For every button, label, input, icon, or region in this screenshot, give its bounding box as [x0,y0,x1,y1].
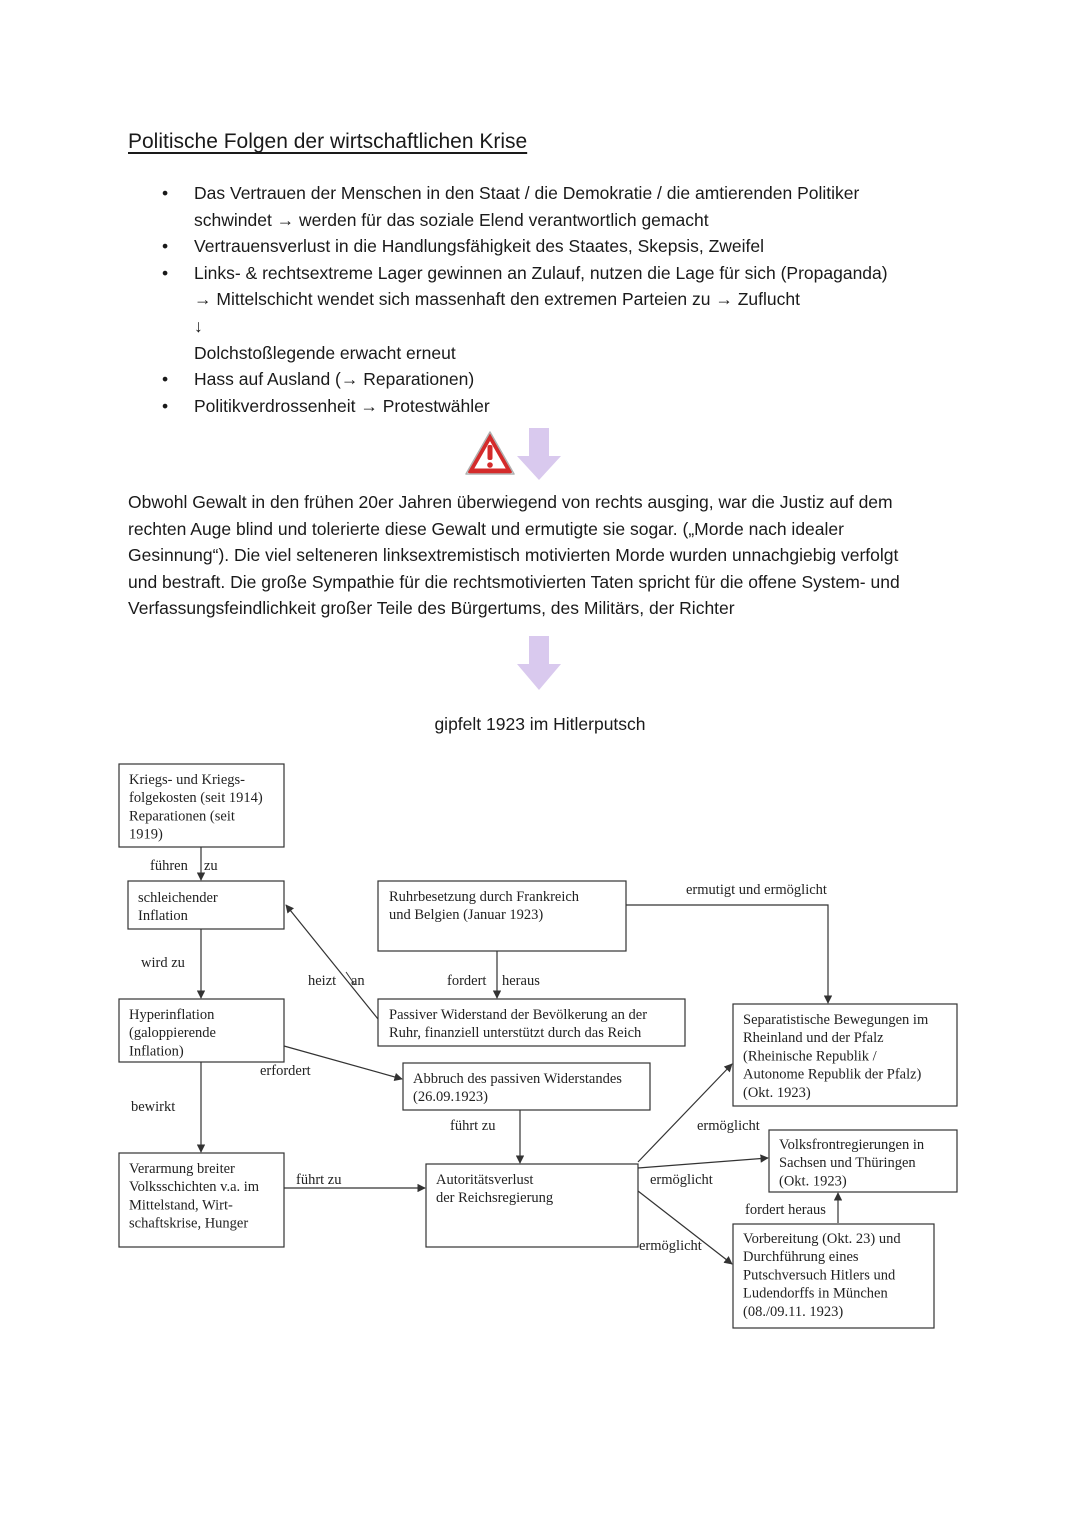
box-separatisten [732,1003,958,1107]
box-text-separatist: (Okt. 1923) [743,1085,811,1101]
label-ermoeglicht-separatisten: ermöglicht [697,1118,760,1134]
label-ermutigt: ermutigt und ermöglicht [686,882,827,898]
label-ermoeglicht-putsch: ermöglicht [639,1238,702,1254]
bullet-dot: • [162,369,169,390]
box-text-verarmung: Mittelstand, Wirt- [129,1197,233,1213]
label-bewirkt: bewirkt [131,1099,175,1115]
box-verarmung [118,1152,285,1248]
box-text-hyper: (galoppierende [129,1025,216,1041]
bullet-dot: • [162,395,169,416]
bullet-line: Dolchstoßlegende erwacht erneut [194,342,456,363]
bullet-dot: • [162,262,169,283]
box-text-autoritaet: Autoritätsverlust [436,1172,533,1188]
box-text-putsch: Putschversuch Hitlers und [743,1267,896,1283]
bullet-item: • Vertrauensverlust in die Handlungsfähig… [162,233,994,260]
box-text-verarmung: schaftskrise, Hunger [129,1216,248,1232]
box-passiver-widerstand [377,998,686,1047]
paragraph-line: Verfassungsfeindlichkeit großer Teile de… [128,598,735,618]
paragraph-line: Obwohl Gewalt in den frühen 20er Jahren … [128,492,893,512]
box-text-volksfront: Volksfrontregierungen in [779,1137,925,1153]
box-text-kriegskosten: 1919) [129,827,163,843]
box-text-putsch: (08./09.11. 1923) [743,1304,843,1320]
bullet-line: Politikverdrossenheit → Protestwähler [194,395,490,416]
box-text-separatist: Autonome Republik der Pfalz) [743,1067,922,1083]
box-text-kriegskosten: Reparationen (seit [129,808,235,824]
bullet-dot: • [162,183,169,203]
box-text-passiv: Passiver Widerstand der Bevölkerung an d… [389,1007,647,1023]
paragraph-line: und bestraft. Die große Sympathie für di… [128,571,900,592]
box-text-separatist: Rheinland und der Pfalz [743,1030,884,1046]
box-text-abbruch: Abbruch des passiven Widerstandes [413,1071,622,1087]
label-fuehrt-zu-abbruch: führt zu [450,1118,496,1134]
box-putsch [732,1223,935,1329]
box-schleichende-inflation [127,880,285,930]
box-ruhrbesetzung [377,880,627,952]
box-abbruch [402,1062,651,1111]
box-text-putsch: Vorbereitung (Okt. 23) und [743,1231,901,1247]
body-paragraph: Obwohl Gewalt in den frühen 20er Jahren … [128,489,958,622]
box-text-volksfront: Sachsen und Thüringen [779,1155,916,1171]
box-text-passiv: Ruhr, finanziell unterstützt durch das R… [389,1025,642,1041]
bullet-item: • Das Vertrauen der Menschen in den Staat… [162,180,994,233]
box-text-verarmung: Verarmung breiter [129,1161,235,1177]
arrow-hyper-abbruch [283,1045,403,1082]
paragraph-line: Gesinnung“). Die viel selteneren linksex… [128,545,899,565]
label-fuehren: führen [150,858,189,874]
label-zu: zu [204,858,218,874]
box-text-kriegskosten: folgekosten (seit 1914) [129,790,263,806]
arrow-autoritaet-separatisten [637,1063,733,1163]
box-text-hyper: Inflation) [129,1043,184,1059]
label-heizt: heizt [308,973,336,989]
box-text-putsch: Ludendorffs in München [743,1286,888,1302]
box-text-separatist: Separatistische Bewegungen im [743,1012,929,1028]
bullet-item: • Hass auf Ausland (→ Reparationen) [162,366,994,393]
label-wird-zu: wird zu [141,955,185,971]
label-ermoeglicht-volksfront: ermöglicht [650,1172,713,1188]
label-erfordert: erfordert [260,1063,311,1079]
box-text-autoritaet: der Reichsregierung [436,1190,553,1206]
label-fordert-heraus: fordert heraus [745,1202,826,1218]
arrow-down-icon [517,636,561,690]
box-text-putsch: Durchführung eines [743,1249,859,1265]
bullet-line: → Mittelschicht wendet sich massenhaft d… [194,289,800,310]
bullet-item: • Links- & rechtsextreme Lager gewinnen a… [162,260,994,366]
box-text-verarmung: Volksschichten v.a. im [129,1179,260,1195]
label-an: an [351,973,365,989]
arrow-down-icon [517,428,561,480]
box-text-kriegskosten: Kriegs- und Kriegs- [129,772,245,788]
box-volksfront [768,1129,958,1193]
label-fuehrt-zu-verarmung: führt zu [296,1172,342,1188]
box-text-hyper: Hyperinflation [129,1007,215,1023]
box-text-abbruch: (26.09.1923) [413,1089,488,1105]
warning-arrow-row [465,428,561,480]
arrow-passiv-inflation [285,904,379,1020]
paragraph-line: rechten Auge blind und tolerierte diese … [128,518,844,539]
box-text-volksfront: (Okt. 1923) [779,1173,847,1189]
bullet-dot: • [162,236,169,257]
warning-triangle-icon [465,431,515,475]
bullet-line: Hass auf Ausland (→ Reparationen) [194,369,475,390]
bullet-item: • Politikverdrossenheit → Protestwähler [162,393,994,420]
arrow-autoritaet-putsch [637,1190,733,1265]
label-fordert: fordert [447,973,486,989]
bullet-line: Das Vertrauen der Menschen in den Staat … [194,183,860,203]
bullet-list: • Das Vertrauen der Menschen in den Staat… [128,180,994,419]
bullet-line: schwindet → werden für das soziale Elend… [194,209,709,230]
arrow-autoritaet-volksfront [637,1154,769,1169]
bullet-line: ↓ [194,315,203,336]
box-text-ruhr: und Belgien (Januar 1923) [389,907,543,923]
box-text-separatist: (Rheinische Republik / [743,1048,878,1064]
arrow-ruhr-separatisten [626,904,833,1004]
page-title: Politische Folgen der wirtschaftlichen K… [128,130,528,153]
peak-caption: gipfelt 1923 im Hitlerputsch [434,714,646,734]
box-autoritaetsverlust [425,1163,639,1248]
bullet-line: Links- & rechtsextreme Lager gewinnen an… [194,262,888,283]
box-text-ruhr: Ruhrbesetzung durch Frankreich [389,889,580,905]
box-text-schleichende: schleichender [138,890,218,906]
bullet-line: Vertrauensverlust in die Handlungsfähigk… [194,236,765,257]
box-text-schleichende: Inflation [138,908,189,924]
label-heraus: heraus [502,973,540,989]
